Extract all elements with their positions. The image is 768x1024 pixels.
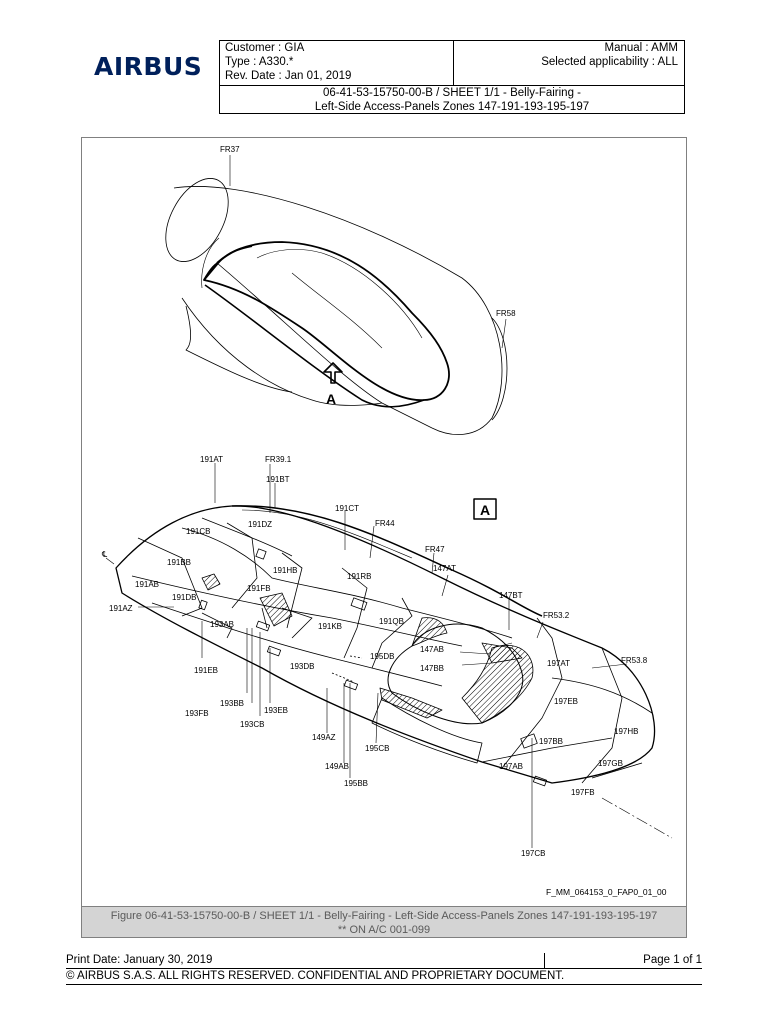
label-147at: 147AT xyxy=(433,564,456,573)
footer-print-row: Print Date: January 30, 2019 Page 1 of 1 xyxy=(66,953,702,969)
label-fr53-8: FR53.8 xyxy=(621,656,648,665)
customer-field: Customer : GIA xyxy=(225,42,305,54)
label-191cb: 191CB xyxy=(186,527,210,536)
document-footer: Print Date: January 30, 2019 Page 1 of 1… xyxy=(66,953,702,985)
label-191bt: 191BT xyxy=(266,475,290,484)
caption-line-2: ** ON A/C 001-099 xyxy=(337,924,431,936)
print-date: Print Date: January 30, 2019 xyxy=(66,954,213,966)
figure-frame: FR37 FR58 A A xyxy=(81,137,687,938)
airbus-logo: AIRBUS xyxy=(94,52,203,81)
label-149az: 149AZ xyxy=(312,733,336,742)
label-191hb: 191HB xyxy=(273,566,297,575)
page-number: Page 1 of 1 xyxy=(643,954,702,966)
label-fr53-2: FR53.2 xyxy=(543,611,570,620)
belly-fairing-detail: ℄ xyxy=(101,505,673,839)
document-title: 06-41-53-15750-00-B / SHEET 1/1 - Belly-… xyxy=(220,86,684,114)
type-field: Type : A330.* xyxy=(225,56,294,68)
caption-line-1: Figure 06-41-53-15750-00-B / SHEET 1/1 -… xyxy=(110,910,658,922)
label-193ab: 193AB xyxy=(210,620,234,629)
label-191qb: 191QB xyxy=(379,617,404,626)
label-197fb: 197FB xyxy=(571,788,595,797)
detail-view-box xyxy=(473,498,497,520)
applicability-field: Selected applicability : ALL xyxy=(541,56,678,68)
label-193db: 193DB xyxy=(290,662,314,671)
label-191kb: 191KB xyxy=(318,622,342,631)
label-fr37: FR37 xyxy=(220,145,240,154)
label-fr39-1: FR39.1 xyxy=(265,455,292,464)
footer-divider xyxy=(544,953,545,968)
label-191az: 191AZ xyxy=(109,604,133,613)
label-195db: 195DB xyxy=(370,652,394,661)
label-197eb: 197EB xyxy=(554,697,578,706)
label-191bb: 191BB xyxy=(167,558,191,567)
label-197cb: 197CB xyxy=(521,849,545,858)
rev-date-field: Rev. Date : Jan 01, 2019 xyxy=(225,70,352,82)
label-193fb: 193FB xyxy=(185,709,209,718)
label-197ab: 197AB xyxy=(499,762,523,771)
label-197hb: 197HB xyxy=(614,727,638,736)
label-149ab: 149AB xyxy=(325,762,349,771)
label-191rb: 191RB xyxy=(347,572,371,581)
view-arrow-label: A xyxy=(326,391,336,407)
label-fr44: FR44 xyxy=(375,519,395,528)
label-191ct: 191CT xyxy=(335,504,359,513)
label-195cb: 195CB xyxy=(365,744,389,753)
label-191at: 191AT xyxy=(200,455,223,464)
title-line-2: Left-Side Access-Panels Zones 147-191-19… xyxy=(314,101,590,113)
label-fr58: FR58 xyxy=(496,309,516,318)
header-divider xyxy=(220,85,684,86)
copyright-notice: © AIRBUS S.A.S. ALL RIGHTS RESERVED. CON… xyxy=(66,969,702,985)
document-header: Customer : GIA Type : A330.* Rev. Date :… xyxy=(219,40,685,114)
label-195bb: 195BB xyxy=(344,779,368,788)
label-191fb: 191FB xyxy=(247,584,271,593)
label-191ab: 191AB xyxy=(135,580,159,589)
label-147bt: 147BT xyxy=(499,591,523,600)
label-fr47: FR47 xyxy=(425,545,445,554)
label-147bb: 147BB xyxy=(420,664,444,673)
centerline-icon: ℄ xyxy=(101,550,108,559)
header-divider xyxy=(453,41,454,85)
label-191db: 191DB xyxy=(172,593,196,602)
label-193eb: 193EB xyxy=(264,706,288,715)
figure-reference-code: F_MM_064153_0_FAP0_01_00 xyxy=(546,887,667,897)
label-193cb: 193CB xyxy=(240,720,264,729)
detail-view-label: A xyxy=(480,502,490,518)
label-197bb: 197BB xyxy=(539,737,563,746)
manual-field: Manual : AMM xyxy=(604,42,679,54)
label-193bb: 193BB xyxy=(220,699,244,708)
title-line-1: 06-41-53-15750-00-B / SHEET 1/1 - Belly-… xyxy=(322,87,581,99)
fuselage-overview xyxy=(165,178,508,435)
label-191dz: 191DZ xyxy=(248,520,272,529)
label-147ab: 147AB xyxy=(420,645,444,654)
label-197gb: 197GB xyxy=(598,759,623,768)
figure-caption: Figure 06-41-53-15750-00-B / SHEET 1/1 -… xyxy=(82,906,686,937)
label-197at: 197AT xyxy=(547,659,570,668)
callout-leaders xyxy=(138,463,628,848)
label-191eb: 191EB xyxy=(194,666,218,675)
view-arrow-icon xyxy=(323,362,343,384)
panel-labels: 191AT FR39.1 191BT 191CT FR44 FR47 147AT… xyxy=(109,455,648,858)
belly-fairing-diagram: FR37 FR58 A A xyxy=(101,145,673,897)
